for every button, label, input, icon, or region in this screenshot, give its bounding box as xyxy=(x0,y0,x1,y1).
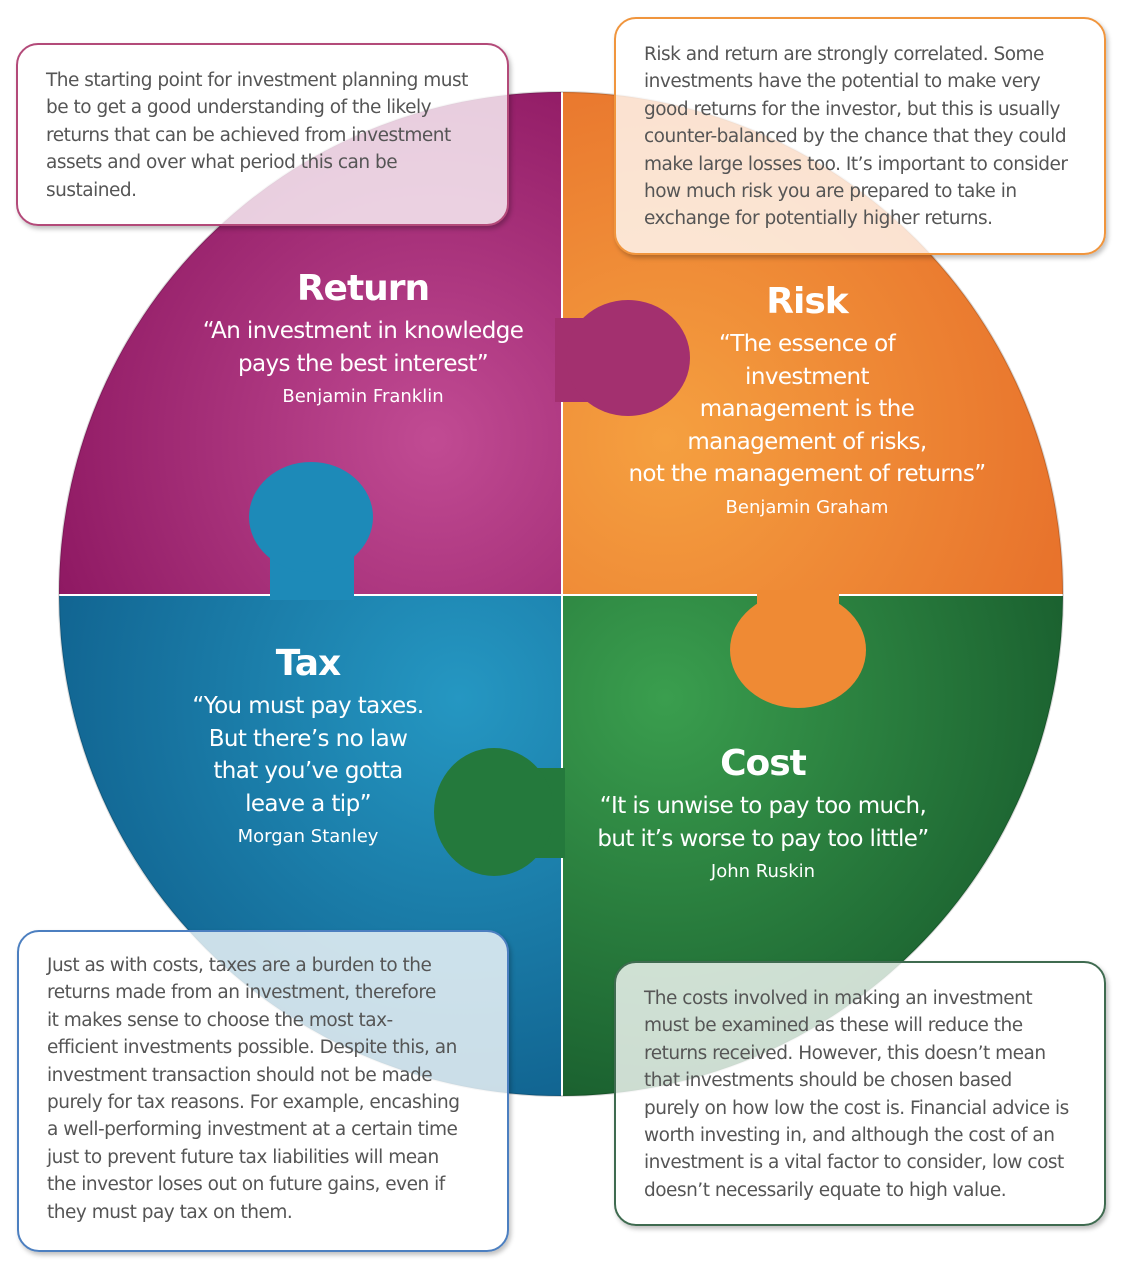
text-line: investments have the potential to make v… xyxy=(644,71,1041,93)
text-line: assets and over what period this can be xyxy=(46,152,398,174)
text-line: The starting point for investment planni… xyxy=(46,70,468,91)
cost-knob xyxy=(434,748,565,876)
return-label: Return “An investment in knowledge pays t… xyxy=(203,268,524,407)
quote-line: management is the xyxy=(699,396,915,422)
risk-info-box: Risk and return are strongly correlated.… xyxy=(614,17,1106,255)
tax-label: Tax “You must pay taxes. But there’s no l… xyxy=(192,643,424,847)
text-line: sustained. xyxy=(46,179,137,201)
text-line: returns made from an investment, therefo… xyxy=(47,982,436,1004)
text-line: purely on how low the cost is. Financial… xyxy=(644,1097,1069,1119)
quote-line: investment xyxy=(745,363,869,390)
return-knob xyxy=(555,300,690,416)
text-line: it makes sense to choose the most tax- xyxy=(47,1009,393,1031)
cost-title: Cost xyxy=(720,743,807,784)
text-line: the investor loses out on future gains, … xyxy=(47,1174,445,1196)
quote-line: But there’s no law xyxy=(208,725,408,752)
risk-label: Risk “The essence of investment management… xyxy=(628,281,986,518)
tax-info-box: Just as with costs, taxes are a burden t… xyxy=(17,930,509,1252)
text-line: investment is a vital factor to consider… xyxy=(644,1152,1064,1174)
text-line: make large losses too. It’s important to… xyxy=(644,153,1068,175)
tax-author: Morgan Stanley xyxy=(237,826,379,847)
text-line: exchange for potentially higher returns. xyxy=(644,208,993,230)
quote-line: pays the best interest” xyxy=(237,350,489,377)
text-line: worth investing in, and although the cos… xyxy=(644,1125,1055,1147)
text-line: that investments should be chosen based xyxy=(644,1070,1012,1092)
return-title: Return xyxy=(296,268,430,309)
cost-label: Cost “It is unwise to pay too much, but i… xyxy=(597,743,929,882)
risk-title: Risk xyxy=(766,281,848,322)
text-line: returns received. However, this doesn’t … xyxy=(644,1042,1046,1064)
text-line: counter-balanced by the chance that they… xyxy=(644,126,1067,148)
text-line: purely for tax reasons. For example, enc… xyxy=(47,1092,460,1114)
tax-title: Tax xyxy=(275,643,341,684)
tax-knob xyxy=(249,462,373,600)
text-line: The costs involved in making an investme… xyxy=(644,988,1033,1009)
return-author: Benjamin Franklin xyxy=(282,386,444,407)
quote-line: management of risks, xyxy=(687,428,927,455)
risk-quote: “The essence of investment management is t… xyxy=(628,328,986,491)
text-line: they must pay tax on them. xyxy=(47,1201,293,1223)
return-info-box: The starting point for investment planni… xyxy=(16,43,509,226)
risk-knob xyxy=(730,590,866,708)
text-line: doesn’t necessarily equate to high value… xyxy=(644,1179,1007,1201)
text-line: efficient investments possible. Despite … xyxy=(47,1037,457,1059)
return-quote: “An investment in knowledge pays the best… xyxy=(203,315,524,380)
quote-line: that you’ve gotta xyxy=(213,758,403,784)
quote-line: “The essence of xyxy=(718,331,896,357)
cost-info-box: The costs involved in making an investme… xyxy=(614,961,1106,1226)
text-line: investment transaction should not be mad… xyxy=(47,1064,433,1086)
text-line: good returns for the investor, but this … xyxy=(644,98,1060,120)
text-line: how much risk you are prepared to take i… xyxy=(644,181,1017,203)
text-line: a well-performing investment at a certai… xyxy=(47,1119,458,1141)
text-line: Risk and return are strongly correlated.… xyxy=(644,44,1044,65)
quote-line: leave a tip” xyxy=(245,790,371,817)
quote-line: “You must pay taxes. xyxy=(192,693,424,719)
tax-quote: “You must pay taxes. But there’s no law th… xyxy=(192,690,424,820)
text-line: Just as with costs, taxes are a burden t… xyxy=(47,955,432,976)
cost-author: John Ruskin xyxy=(710,861,816,882)
text-line: returns that can be achieved from invest… xyxy=(46,124,451,146)
quote-line: “It is unwise to pay too much, xyxy=(599,793,927,819)
quote-line: not the management of returns” xyxy=(628,461,986,487)
risk-author: Benjamin Graham xyxy=(725,496,889,518)
quote-line: but it’s worse to pay too little” xyxy=(597,825,929,852)
quote-line: “An investment in knowledge xyxy=(202,318,524,344)
text-line: just to prevent future tax liabilities w… xyxy=(47,1146,439,1168)
text-line: must be examined as these will reduce th… xyxy=(644,1015,1023,1037)
cost-quote: “It is unwise to pay too much, but it’s w… xyxy=(597,790,929,855)
text-line: be to get a good understanding of the li… xyxy=(46,97,432,119)
